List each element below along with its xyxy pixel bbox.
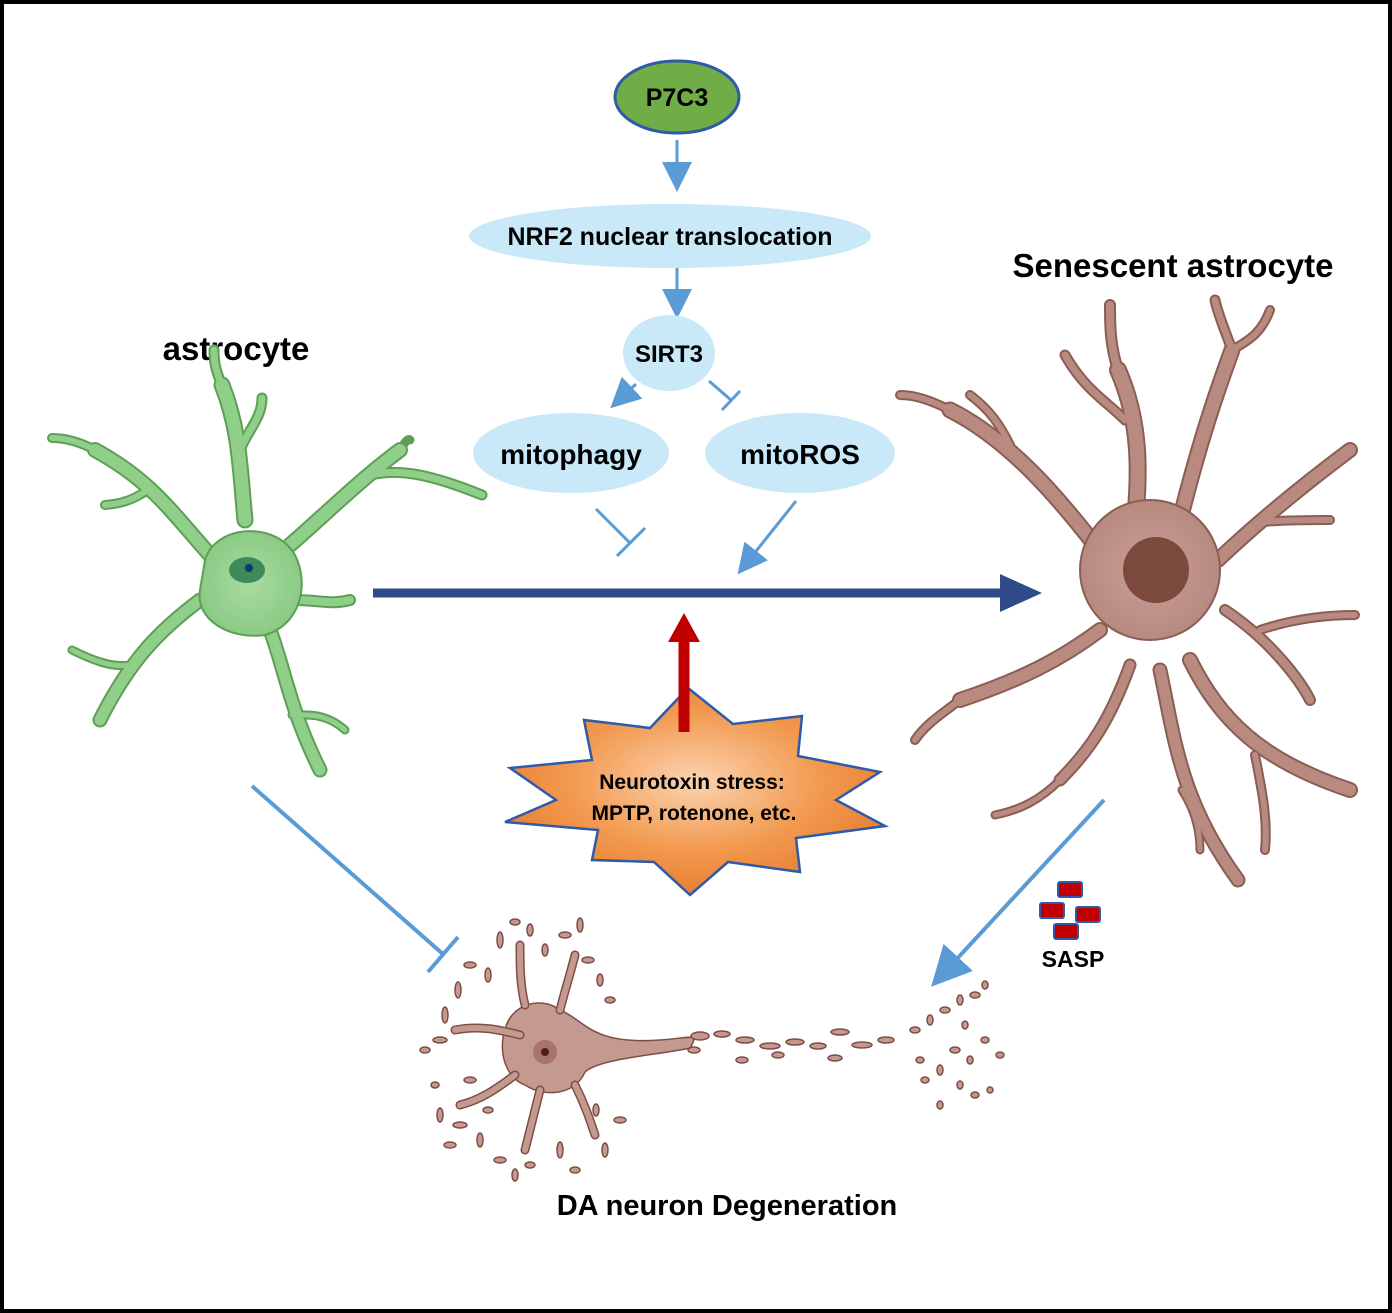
pathway: P7C3 NRF2 nuclear translocation SIRT3 mi… xyxy=(469,59,895,575)
senescent-astrocyte-cell xyxy=(895,294,1360,888)
p7c3-node xyxy=(613,59,741,135)
neuron-label: DA neuron Degeneration xyxy=(557,1190,898,1222)
inhibit-mitophagy-to-senescence xyxy=(594,507,647,558)
stress-label-line1: Neurotoxin stress: xyxy=(599,771,785,794)
mitophagy-node xyxy=(473,413,669,493)
mitophagy-label: mitophagy xyxy=(500,439,642,470)
stress-label-line2: MPTP, rotenone, etc. xyxy=(592,802,797,825)
nrf2-label: NRF2 nuclear translocation xyxy=(507,223,832,251)
senescent-nucleus xyxy=(1123,537,1189,603)
arrow-sirt3-to-mitophagy xyxy=(610,376,643,409)
p7c3-label: P7C3 xyxy=(646,84,709,112)
sasp-icon xyxy=(1039,881,1101,940)
sirt3-node xyxy=(623,315,715,391)
stress-arrow xyxy=(668,613,700,732)
mitoros-node xyxy=(705,413,895,493)
stress-starburst xyxy=(504,686,890,897)
astrocyte-label: astrocyte xyxy=(163,330,310,367)
senescence-arrow xyxy=(373,574,1042,612)
mitoros-label: mitoROS xyxy=(740,439,860,470)
sasp-label: SASP xyxy=(1042,946,1105,972)
nrf2-node xyxy=(469,204,871,268)
neuron-fragments xyxy=(419,917,1005,1182)
inhibit-sirt3-to-mitoros xyxy=(708,379,742,412)
astrocyte-cell xyxy=(47,344,488,778)
da-neuron xyxy=(419,917,1005,1182)
sirt3-label: SIRT3 xyxy=(635,341,703,368)
senescent-astrocyte-label: Senescent astrocyte xyxy=(1013,247,1334,284)
arrow-senescent-to-neuron xyxy=(931,798,1106,987)
astrocyte-soma xyxy=(198,530,303,637)
arrow-mitoros-to-senescence xyxy=(737,500,798,575)
inhibit-astrocyte-to-neuron xyxy=(250,784,460,974)
neurotoxin-stress: Neurotoxin stress: MPTP, rotenone, etc. xyxy=(504,613,890,897)
